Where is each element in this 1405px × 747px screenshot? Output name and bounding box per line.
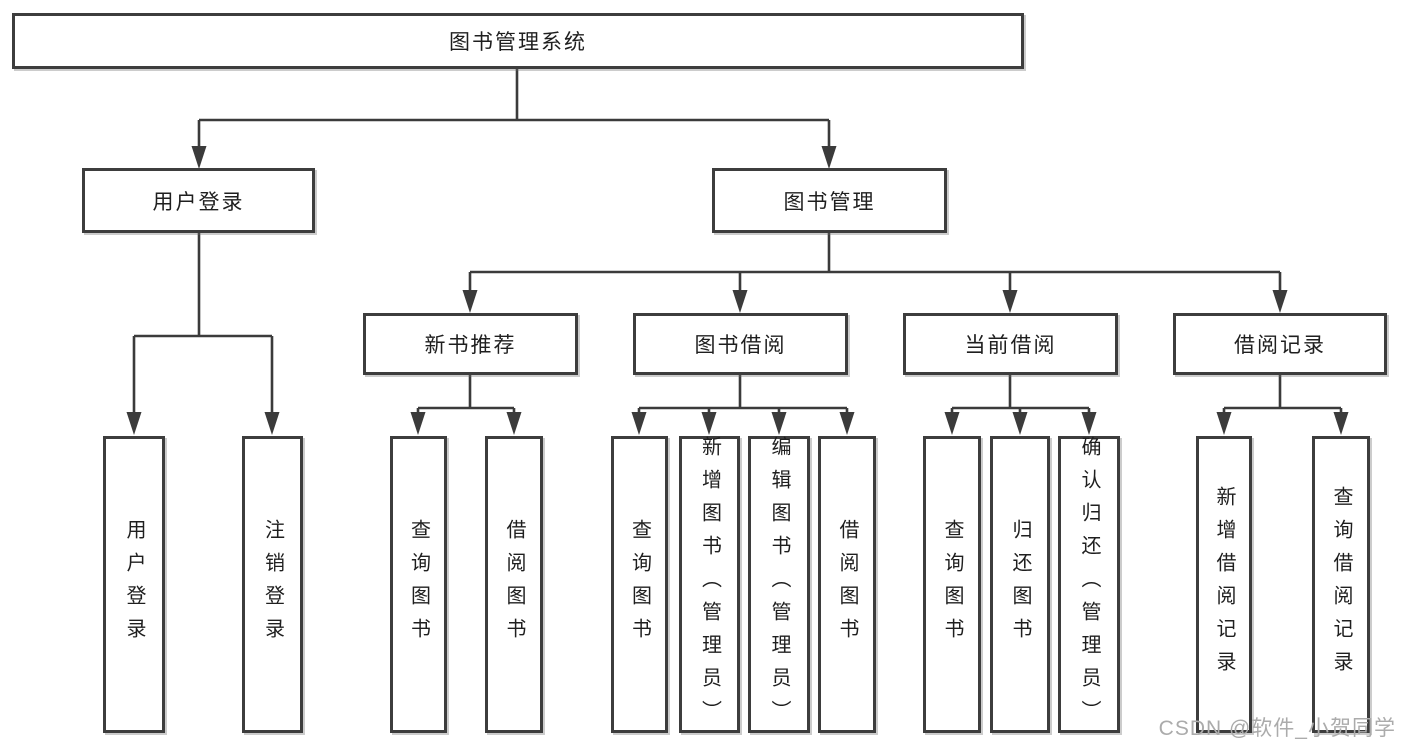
arrow-down-icon (701, 412, 717, 435)
arrow-down-icon (1081, 412, 1097, 435)
arrow-down-icon (839, 412, 855, 435)
leaf-add-books-admin: 新增图书（管理员） (679, 436, 740, 733)
arrow-down-icon (1272, 290, 1288, 313)
leaf-query-books-current: 查询图书 (923, 436, 981, 733)
leaf-label: 查询图书 (407, 518, 430, 651)
arrow-down-icon (506, 412, 522, 435)
leaf-borrow-books-recommend: 借阅图书 (485, 436, 543, 733)
leaf-label: 新增借阅记录 (1213, 485, 1235, 684)
leaf-add-borrow-record: 新增借阅记录 (1196, 436, 1252, 733)
node-label: 借阅记录 (1234, 334, 1326, 357)
connector-new-book (416, 375, 516, 413)
arrow-down-icon (732, 290, 748, 313)
leaf-edit-books-admin: 编辑图书（管理员） (748, 436, 810, 733)
leaf-query-borrow-record: 查询借阅记录 (1312, 436, 1370, 733)
arrow-down-icon (126, 412, 142, 435)
arrow-down-icon (821, 146, 837, 169)
arrow-down-icon (631, 412, 647, 435)
arrow-down-icon (1333, 412, 1349, 435)
leaf-confirm-return-admin: 确认归还（管理员） (1058, 436, 1120, 733)
arrow-down-icon (1216, 412, 1232, 435)
connector-root (197, 69, 831, 147)
connector-book-management (468, 233, 1282, 291)
connector-current-borrow (950, 375, 1091, 413)
node-user-login: 用户登录 (82, 168, 315, 233)
leaf-user-login: 用户登录 (103, 436, 165, 733)
arrow-down-icon (264, 412, 280, 435)
leaf-borrow-books: 借阅图书 (818, 436, 876, 733)
node-label: 图书管理 (783, 190, 876, 214)
leaf-label: 查询图书 (941, 518, 963, 651)
node-current-borrowing: 当前借阅 (903, 313, 1118, 375)
leaf-label: 新增图书（管理员） (698, 436, 721, 733)
leaf-label: 借阅图书 (836, 518, 858, 651)
leaf-return-books: 归还图书 (990, 436, 1050, 733)
connector-user-login (132, 233, 274, 413)
node-label: 当前借阅 (964, 334, 1057, 357)
leaf-label: 编辑图书（管理员） (768, 436, 790, 733)
node-book-management: 图书管理 (712, 168, 947, 233)
leaf-label: 查询借阅记录 (1330, 485, 1352, 684)
arrow-down-icon (410, 412, 426, 435)
connector-book-borrow (637, 375, 849, 413)
node-label: 图书管理系统 (449, 31, 587, 54)
leaf-query-books-borrow: 查询图书 (611, 436, 668, 733)
leaf-label: 借阅图书 (503, 518, 525, 651)
node-new-book-recommendation: 新书推荐 (363, 313, 578, 375)
connector-borrow-record (1222, 375, 1343, 413)
arrow-down-icon (1002, 290, 1018, 313)
leaf-label: 用户登录 (123, 518, 145, 651)
arrow-down-icon (771, 412, 787, 435)
watermark: CSDN @软件_小贺同学 (1158, 717, 1396, 740)
leaf-query-books-recommend: 查询图书 (390, 436, 447, 733)
arrow-down-icon (462, 290, 478, 313)
node-label: 图书借阅 (694, 334, 787, 357)
node-label: 用户登录 (152, 190, 245, 214)
leaf-label: 注销登录 (261, 518, 284, 651)
node-borrowing-records: 借阅记录 (1173, 313, 1387, 375)
arrow-down-icon (191, 146, 207, 169)
leaf-label: 确认归还（管理员） (1078, 436, 1100, 733)
leaf-logout: 注销登录 (242, 436, 303, 733)
node-root: 图书管理系统 (12, 13, 1024, 69)
arrow-down-icon (1012, 412, 1028, 435)
leaf-label: 归还图书 (1009, 518, 1031, 651)
arrow-down-icon (944, 412, 960, 435)
node-book-borrowing: 图书借阅 (633, 313, 848, 375)
leaf-label: 查询图书 (628, 518, 651, 651)
node-label: 新书推荐 (424, 334, 517, 357)
